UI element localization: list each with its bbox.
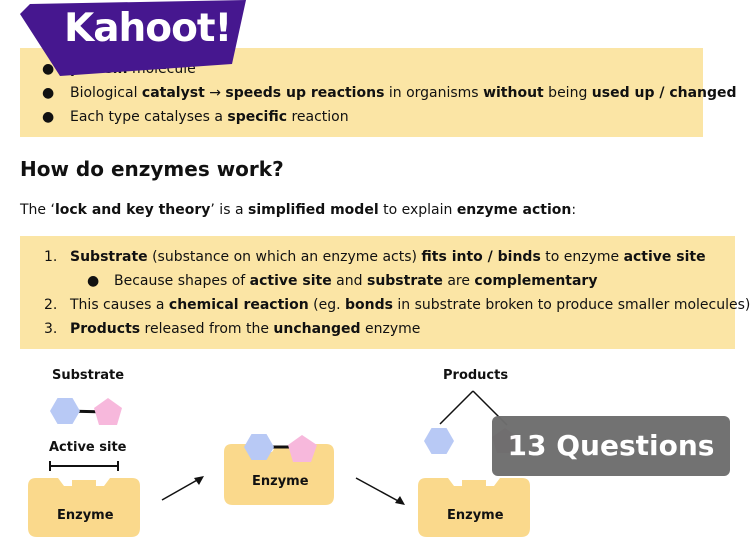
hexagon-shape — [424, 428, 454, 454]
substrate-label: Substrate — [52, 368, 125, 383]
product-line — [439, 390, 474, 425]
active-site-label: Active site — [49, 440, 127, 455]
step-number: 3. — [44, 321, 58, 337]
steps-box — [20, 236, 735, 349]
bullet: ● — [87, 273, 100, 289]
arrow — [161, 478, 200, 501]
hexagon-shape — [244, 434, 274, 460]
kahoot-logo-text: Kahoot! — [64, 6, 232, 51]
section-heading: How do enzymes work? — [20, 157, 284, 181]
enzyme-shape — [418, 478, 530, 537]
kahoot-logo — [20, 0, 246, 76]
step-number: 2. — [44, 297, 58, 313]
bullet: ● — [42, 61, 55, 77]
step-1-subpoint: Because shapes of active site and substr… — [114, 273, 598, 289]
step-2: This causes a chemical reaction (eg. bon… — [70, 297, 750, 313]
pentagon-shape — [288, 435, 317, 462]
intro-text: The ‘lock and key theory’ is a simplifie… — [20, 202, 577, 218]
step-number: 1. — [44, 249, 58, 265]
hexagon-shape — [50, 398, 80, 424]
products-label: Products — [443, 368, 509, 383]
enzyme-label: Enzyme — [252, 474, 309, 489]
bullet: ● — [42, 109, 55, 125]
pentagon-shape — [94, 398, 122, 425]
step-1: Substrate (substance on which an enzyme … — [70, 249, 706, 265]
definition-line-2: Biological catalyst → speeds up reaction… — [70, 85, 737, 101]
bullet: ● — [42, 85, 55, 101]
enzyme-label: Enzyme — [57, 508, 114, 523]
question-count-text: 13 Questions — [507, 429, 715, 462]
definition-line-3: Each type catalyses a specific reaction — [70, 109, 349, 125]
question-count-badge: 13 Questions — [492, 416, 730, 476]
enzyme-shape — [28, 478, 140, 537]
step-3: Products released from the unchanged enz… — [70, 321, 421, 337]
enzyme-label: Enzyme — [447, 508, 504, 523]
arrow — [355, 477, 401, 503]
